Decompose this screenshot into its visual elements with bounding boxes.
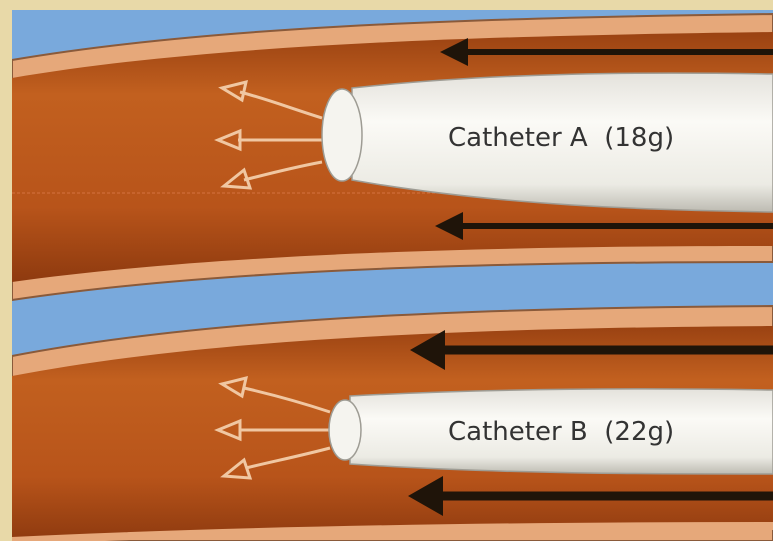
frame-top (0, 0, 773, 10)
frame-left (0, 0, 12, 541)
catheter-a-tip (322, 89, 362, 181)
catheter-b-label: Catheter B (22g) (448, 417, 674, 447)
catheter-b: Catheter B (22g) (329, 389, 773, 474)
catheter-a-label: Catheter A (18g) (448, 123, 674, 153)
catheter-b-tip (329, 400, 361, 460)
